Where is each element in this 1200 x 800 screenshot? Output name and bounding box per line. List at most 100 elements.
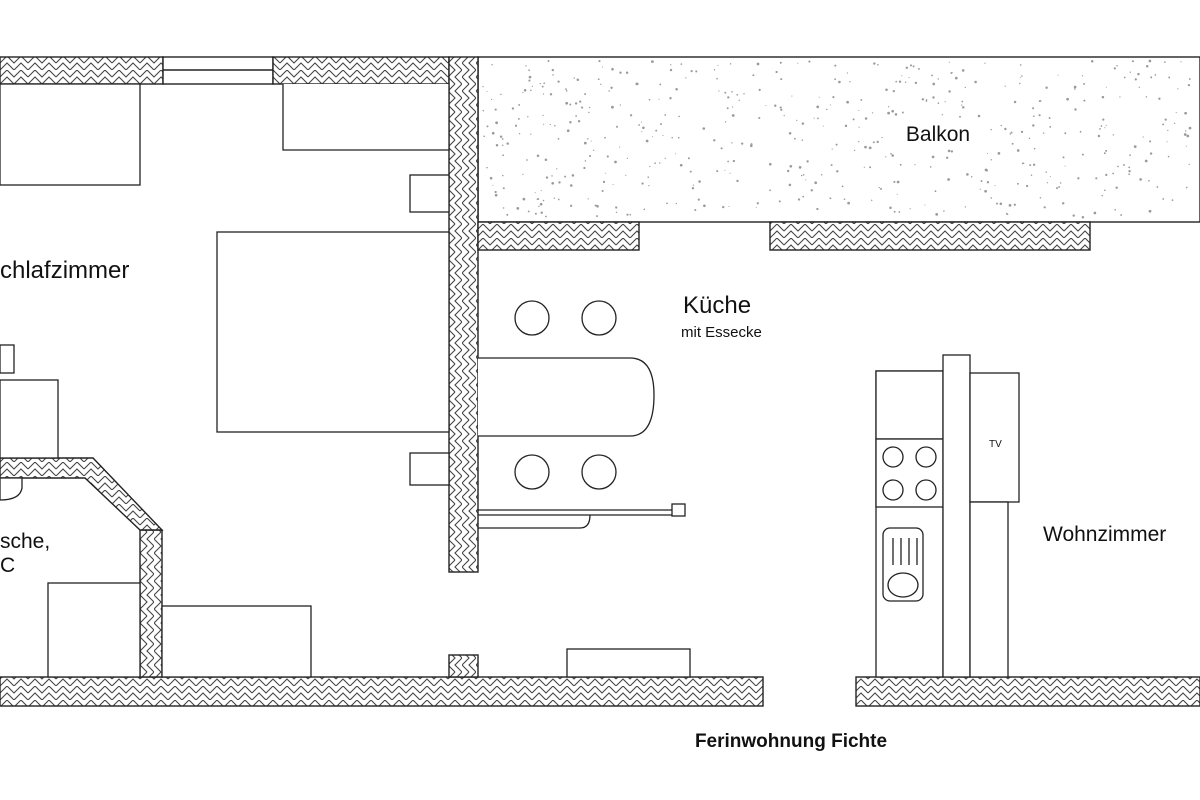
speckle: [835, 143, 838, 146]
speckle: [494, 190, 497, 194]
speckle: [648, 98, 651, 101]
speckle: [816, 105, 820, 109]
speckle: [1173, 122, 1176, 124]
speckle: [1122, 163, 1125, 166]
chair: [514, 300, 550, 336]
speckle: [534, 212, 537, 215]
speckle: [950, 150, 954, 153]
speckle: [1158, 97, 1161, 100]
speckle: [846, 101, 848, 103]
speckle: [864, 117, 868, 120]
speckle: [571, 174, 575, 177]
speckle: [1072, 214, 1075, 217]
speckle: [655, 129, 658, 132]
speckle: [1064, 165, 1066, 167]
speckle: [579, 100, 582, 103]
speckle: [929, 166, 932, 168]
speckle: [539, 202, 543, 206]
balcony-floor: [477, 56, 1200, 223]
wall-top-mid: [272, 56, 450, 85]
speckle: [536, 198, 538, 200]
dining-table: [478, 357, 655, 437]
speckle: [1074, 108, 1077, 111]
speckle: [569, 204, 573, 207]
speckle: [581, 106, 584, 109]
speckle: [1032, 115, 1035, 118]
burner: [882, 446, 904, 468]
speckle: [501, 144, 504, 147]
speckle: [598, 60, 601, 63]
speckle: [526, 159, 528, 161]
speckle: [909, 64, 913, 67]
speckle: [974, 80, 977, 84]
speckle: [1164, 61, 1166, 63]
speckle: [970, 175, 973, 178]
speckle: [716, 77, 718, 80]
room-label-bath-line2: C: [0, 554, 15, 577]
speckle: [912, 65, 915, 68]
sink-drainer-lines: [892, 538, 918, 565]
speckle: [525, 65, 527, 67]
speckle: [1175, 112, 1177, 114]
speckle: [588, 111, 590, 114]
speckle: [724, 91, 727, 94]
speckle: [648, 184, 650, 187]
speckle: [1142, 136, 1144, 138]
speckle: [587, 198, 589, 200]
speckle: [847, 201, 850, 205]
speckle: [654, 162, 656, 165]
speckle: [931, 155, 935, 159]
speckle: [1073, 85, 1077, 89]
chair: [514, 454, 550, 490]
speckle: [841, 185, 844, 188]
wall-kitchen-top-left: [477, 221, 640, 251]
speckle: [966, 173, 969, 176]
speckle: [878, 186, 880, 189]
speckle: [829, 104, 831, 106]
speckle: [950, 72, 953, 74]
speckle: [671, 136, 673, 139]
speckle: [948, 61, 950, 63]
speckle: [486, 125, 489, 128]
speckle: [808, 60, 811, 63]
speckle: [584, 93, 587, 96]
speckle: [977, 114, 981, 118]
burner: [915, 446, 937, 468]
speckle: [549, 123, 551, 126]
speckle: [551, 68, 554, 72]
speckle: [1021, 162, 1024, 165]
speckle: [729, 172, 731, 174]
speckle: [522, 91, 524, 94]
speckle: [791, 95, 793, 97]
speckle: [727, 160, 729, 163]
speckle: [489, 176, 493, 180]
room-label-kitchen-sub: mit Essecke: [681, 324, 762, 341]
speckle: [583, 141, 587, 145]
speckle: [935, 213, 939, 216]
speckle: [1030, 174, 1033, 177]
speckle: [689, 170, 692, 173]
burner: [882, 479, 904, 501]
speckle: [925, 100, 928, 102]
room-divider: [942, 354, 971, 678]
speckle: [569, 103, 572, 106]
speckle: [962, 106, 965, 109]
wall-top-left: [0, 56, 164, 85]
speckle: [1128, 166, 1131, 169]
speckle: [774, 104, 777, 107]
speckle: [852, 118, 855, 121]
speckle: [716, 170, 719, 173]
speckle: [552, 74, 554, 76]
speckle: [1148, 179, 1150, 182]
speckle: [1145, 96, 1148, 98]
speckle: [905, 66, 909, 70]
speckle: [868, 146, 872, 150]
speckle: [1090, 60, 1094, 63]
speckle: [554, 125, 556, 127]
speckle: [640, 121, 642, 123]
speckle: [1148, 59, 1152, 63]
speckle: [984, 168, 988, 172]
speckle: [1102, 118, 1105, 121]
speckle: [1032, 163, 1036, 166]
